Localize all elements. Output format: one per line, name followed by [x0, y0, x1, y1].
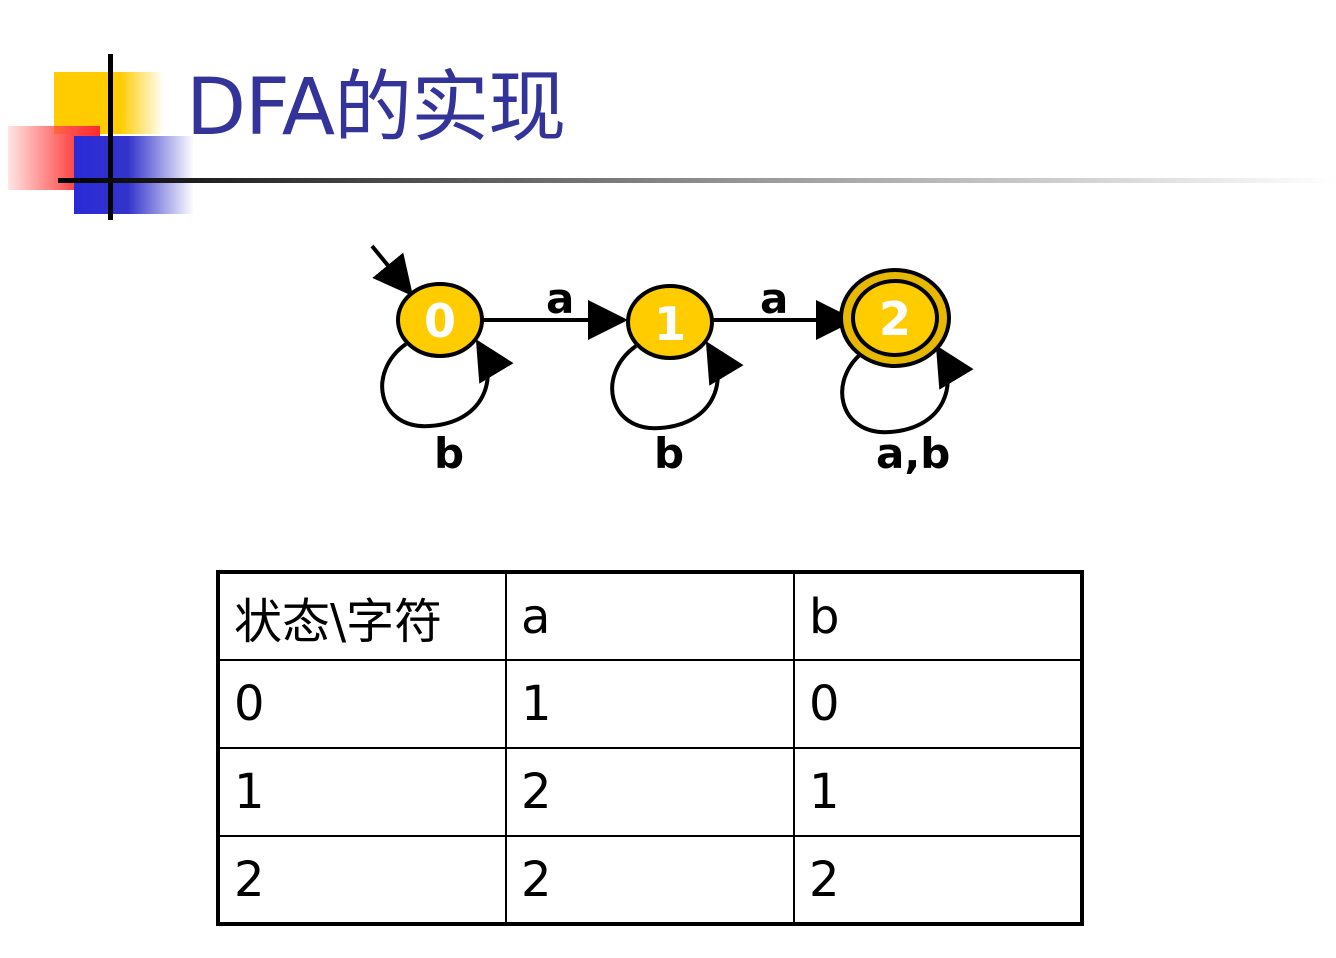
state-2-label: 2: [879, 292, 911, 346]
ornament-blue-block: [74, 136, 194, 214]
table-header-cell: b: [793, 571, 1083, 661]
table-header-cell: 状态\字符: [217, 571, 507, 661]
start-arrow: [370, 244, 414, 297]
table-cell: 2: [217, 835, 507, 925]
table-row: 0 1 0: [217, 659, 1083, 749]
table-header-row: 状态\字符 a b: [217, 571, 1083, 661]
transition-label-0-to-1: a: [546, 274, 574, 323]
table-row: 2 2 2: [217, 835, 1083, 925]
table-cell: 1: [793, 747, 1083, 837]
table-cell: 0: [793, 659, 1083, 749]
transition-label-1-to-2: a: [760, 274, 788, 323]
state-2-accepting: 2: [839, 268, 951, 368]
state-1: 1: [626, 284, 714, 360]
dfa-diagram: a a b b a,b 0 1 2: [370, 244, 974, 478]
ornament-vertical-line: [108, 54, 113, 220]
state-0-label: 0: [424, 294, 456, 348]
self-loop-1: [610, 341, 744, 431]
self-loop-label-1: b: [654, 429, 684, 478]
table-cell: 2: [505, 747, 795, 837]
title-ornament: [0, 0, 200, 230]
self-loop-0: [380, 339, 514, 429]
table-cell: 1: [505, 659, 795, 749]
table-cell: 2: [505, 835, 795, 925]
self-loop-label-0: b: [434, 429, 464, 478]
self-loop-label-2: a,b: [876, 429, 950, 478]
table-cell: 2: [793, 835, 1083, 925]
self-loop-2: [840, 345, 974, 435]
transition-table: 状态\字符 a b 0 1 0 1 2 1 2 2 2: [216, 570, 1084, 926]
state-0: 0: [396, 282, 484, 358]
table-cell: 0: [217, 659, 507, 749]
page-title: DFA的实现: [186, 63, 566, 153]
table-row: 1 2 1: [217, 747, 1083, 837]
table-cell: 1: [217, 747, 507, 837]
state-1-label: 1: [654, 297, 686, 351]
title-underline: [58, 178, 1336, 183]
table-header-cell: a: [505, 571, 795, 661]
